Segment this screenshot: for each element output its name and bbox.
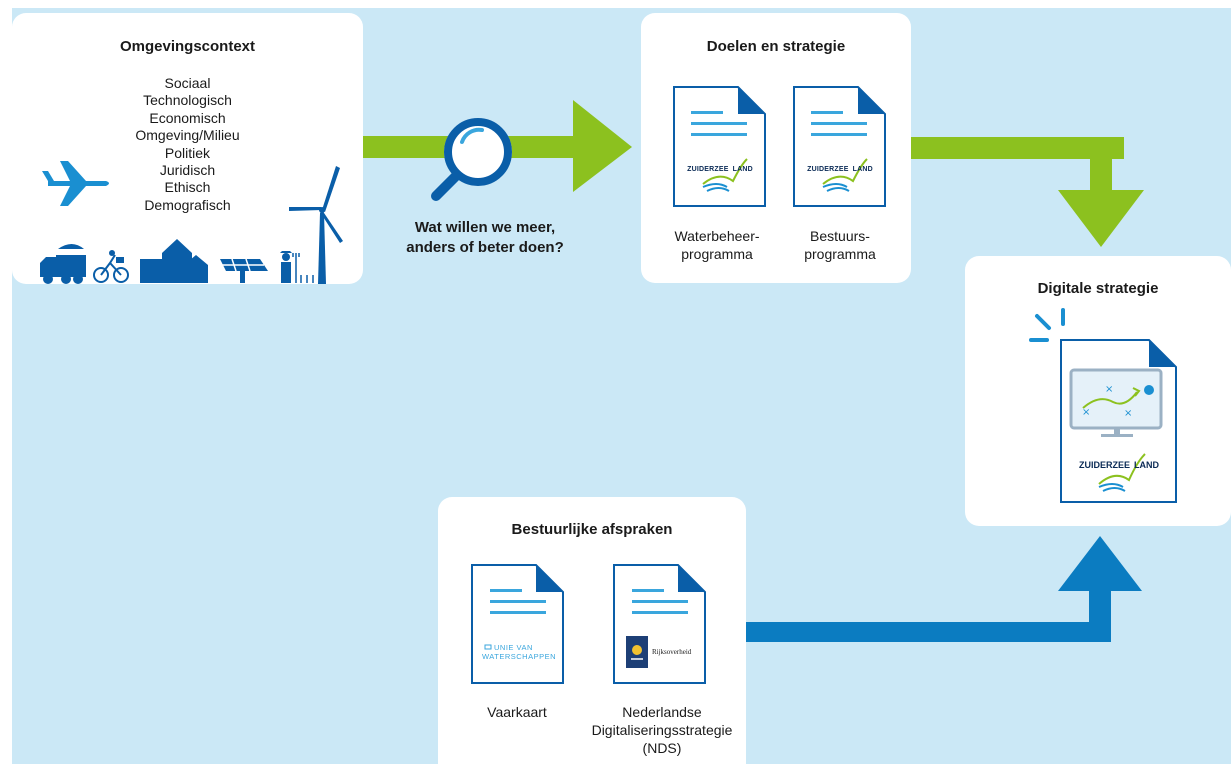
logo-suffix: LAND — [1134, 460, 1159, 470]
waterbeheerprogramma-label: Waterbeheer- programma — [674, 228, 760, 262]
zuiderzeeland-logo: ZUIDERZEE LAND — [1063, 460, 1175, 470]
truck-icon — [40, 244, 86, 284]
digitale-strategie-title: Digitale strategie — [1037, 280, 1159, 297]
green-arrowhead-right — [573, 100, 632, 192]
context-factor: Economisch — [149, 109, 226, 126]
cyclist-icon — [93, 250, 129, 283]
wind-turbine-icon — [289, 166, 343, 284]
logo-line-1: UNIE VAN — [494, 643, 533, 652]
blue-connector-2 — [1089, 580, 1111, 642]
context-factor: Politiek — [164, 144, 211, 161]
church-icon — [140, 239, 208, 283]
vaarkaart-label: Vaarkaart — [487, 704, 547, 720]
svg-text:×: × — [1124, 408, 1132, 419]
context-factor: Demografisch — [144, 196, 231, 213]
bestuursprogramma-label: Bestuurs- programma — [804, 228, 876, 262]
airplane-icon — [42, 161, 109, 206]
document-icon — [673, 86, 766, 207]
context-factor-list: Sociaal Technologisch Economisch Omgevin… — [12, 75, 363, 214]
blue-connector-1 — [745, 622, 1111, 642]
document-icon — [471, 564, 564, 684]
green-arrowhead-down — [1058, 190, 1144, 247]
context-factor: Sociaal — [164, 75, 211, 91]
sparkle-icon — [1029, 308, 1065, 342]
solar-panel-icon — [220, 258, 268, 283]
question-text: Wat willen we meer, anders of beter doen… — [406, 219, 564, 256]
context-factor: Technologisch — [143, 92, 232, 109]
context-factor: Ethisch — [164, 179, 211, 196]
logo-word: ZUIDERZEE — [687, 166, 729, 173]
unie-van-waterschappen-logo: UNIE VAN WATERSCHAPPEN — [482, 643, 562, 661]
svg-text:×: × — [1082, 407, 1090, 418]
blue-arrowhead-up — [1058, 536, 1142, 591]
green-connector-3 — [1090, 137, 1112, 201]
logo-suffix: LAND — [852, 166, 873, 173]
context-factor: Omgeving/Milieu — [135, 127, 240, 144]
doelen-strategie-title: Doelen en strategie — [706, 38, 846, 55]
rijksoverheid-logo: Rijksoverheid — [652, 648, 692, 656]
omgevingscontext-card: Omgevingscontext Sociaal Technologisch E… — [12, 13, 363, 284]
document-icon — [793, 86, 886, 207]
logo-word: ZUIDERZEE — [1078, 460, 1130, 470]
omgevingscontext-title: Omgevingscontext — [119, 38, 256, 55]
monitor-map-icon: × × × — [1069, 368, 1163, 492]
svg-text:×: × — [1105, 384, 1113, 395]
logo-word: ZUIDERZEE — [807, 166, 849, 173]
green-connector-2 — [910, 137, 1124, 159]
logo-line-2: WATERSCHAPPEN — [482, 652, 557, 661]
logo-suffix: LAND — [732, 166, 753, 173]
bestuurlijke-afspraken-card: Bestuurlijke afspraken UNIE VAN WATERSCH… — [438, 497, 746, 764]
farmer-icon — [280, 251, 314, 283]
digitale-strategie-card: Digitale strategie × × × ZUIDERZEE LAND — [965, 256, 1231, 526]
context-factor: Juridisch — [159, 162, 216, 179]
document-icon — [613, 564, 706, 684]
nds-label: Nederlandse Digitaliseringsstrategie (ND… — [591, 704, 733, 756]
bestuurlijke-afspraken-title: Bestuurlijke afspraken — [511, 521, 673, 538]
